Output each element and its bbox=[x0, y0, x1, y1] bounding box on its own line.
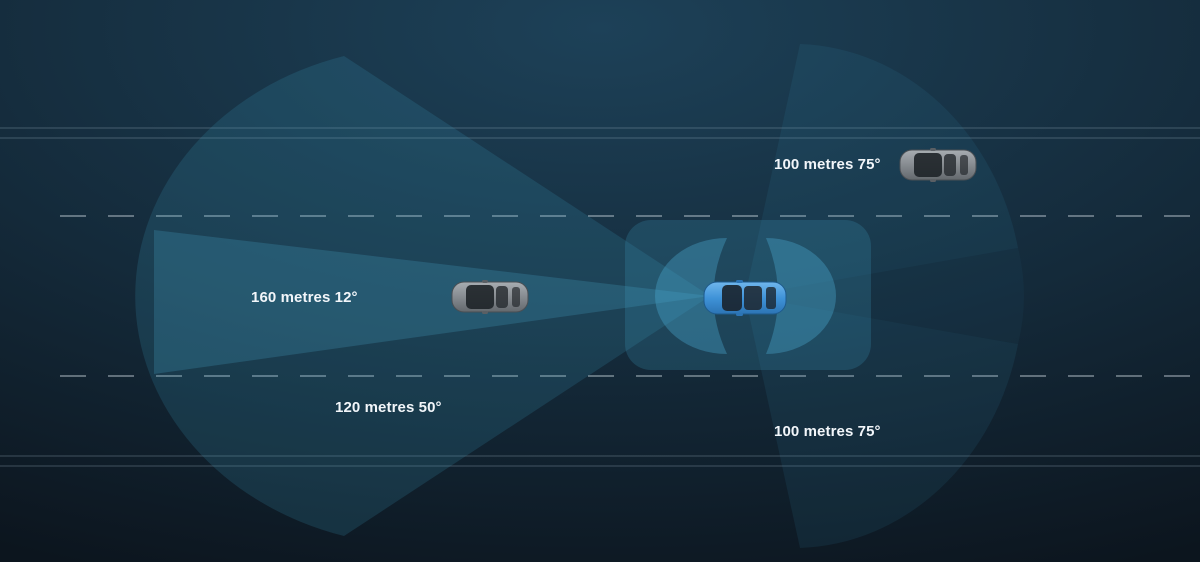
rear-radar-field bbox=[745, 248, 1024, 344]
front-right-radar-label: 100 metres 75° bbox=[774, 423, 881, 440]
camera-field bbox=[135, 56, 710, 536]
ultrasonic-rear-arc bbox=[766, 238, 836, 354]
long-range-radar-field bbox=[154, 230, 710, 374]
front-left-radar-label: 100 metres 75° bbox=[774, 156, 881, 173]
lead-car-top-icon bbox=[451, 280, 529, 314]
long-range-radar-label: 160 metres 12° bbox=[251, 289, 358, 306]
ego-car-top-icon bbox=[703, 280, 787, 316]
front-right-radar-field bbox=[745, 44, 1018, 296]
camera-label: 120 metres 50° bbox=[335, 399, 442, 416]
ultrasonic-front-arc bbox=[655, 238, 727, 354]
road-edges bbox=[0, 127, 1200, 467]
front-left-radar-field bbox=[745, 296, 1018, 548]
other-car-top-icon bbox=[899, 148, 977, 182]
